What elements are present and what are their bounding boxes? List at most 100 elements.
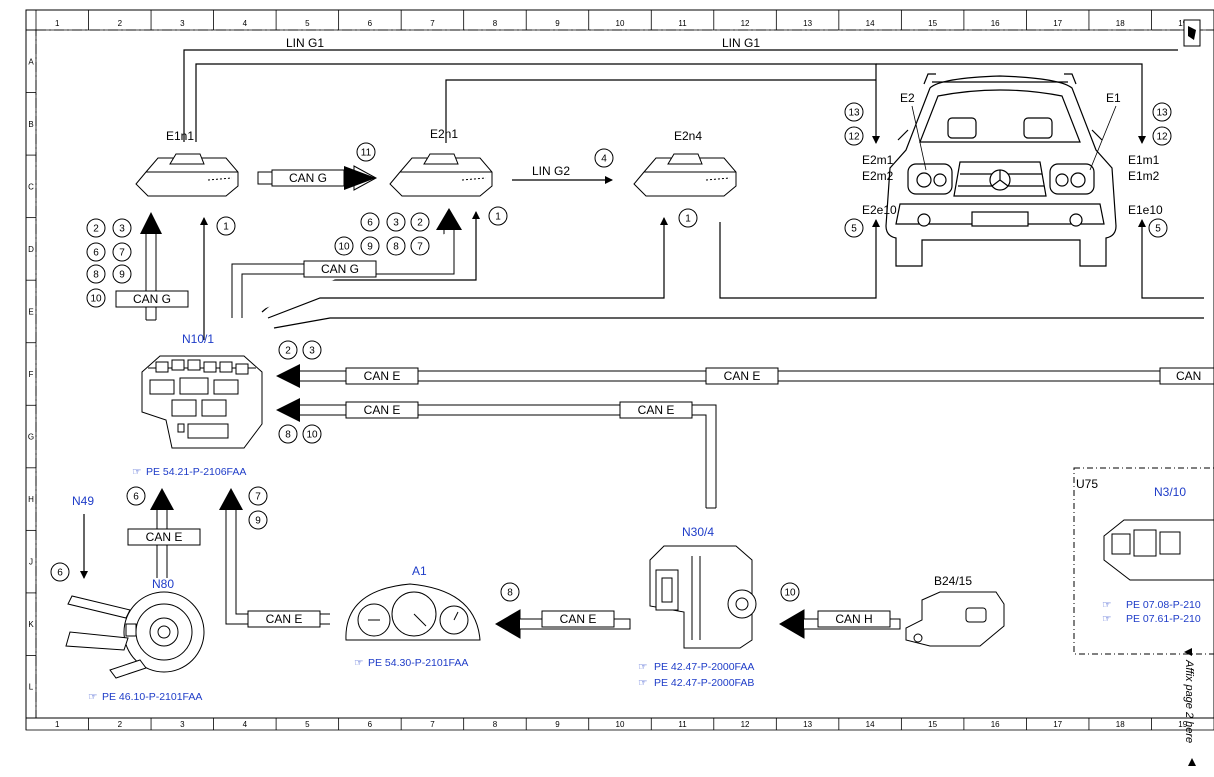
n3-ref-a-icon: ☞ [1102,599,1111,611]
marker-6: 6 [50,562,70,582]
marker-8: 8 [86,264,106,284]
grid-column-label: 12 [741,19,750,28]
svg-text:9: 9 [367,242,373,253]
grid-column-label: 14 [866,720,875,729]
n10-label: N10/1 [182,332,214,346]
grid-column-label: 16 [991,19,1000,28]
e2m2-label: E2m2 [862,169,894,183]
can-e-label-f1: CAN E [364,369,401,383]
marker-7: 7 [410,236,430,256]
can-g-box-e1n1 [271,169,345,187]
n30-unit-image [649,545,757,649]
lin-g1-outer-wire [183,49,1178,142]
n10-right-wire [273,317,1204,329]
can-e-label-f3: CAN [1176,369,1201,383]
svg-text:12: 12 [1156,132,1168,143]
grid-column-label: 6 [368,19,373,28]
can-e-label-n80: CAN E [146,530,183,544]
b24-sensor-image [905,591,1005,647]
marker-6: 6 [86,242,106,262]
n3-ref-b: PE 07.61-P-210 [1126,613,1201,625]
e2-label: E2 [900,91,915,105]
can-e-box-a1 [247,610,321,628]
svg-text:2: 2 [93,224,99,235]
grid-column-label: 12 [741,720,750,729]
can-e-box-f3 [1159,367,1214,385]
grid-column-label: 17 [1053,720,1062,729]
svg-text:12: 12 [848,132,860,143]
n80-label: N80 [152,577,174,591]
grid-column-label: 19 [1178,720,1187,729]
marker-9: 9 [248,510,268,530]
can-g-label-e1n1-vert: CAN G [133,292,171,306]
can-g-label-n10: CAN G [321,262,359,276]
can-e-box-n80 [127,528,201,546]
n80-ref-icon: ☞ [88,691,97,703]
marker-13: 13 [1152,102,1172,122]
e2m1-label: E2m1 [862,153,894,167]
svg-text:9: 9 [255,516,261,527]
e2e10-wire [719,219,880,299]
marker-12: 12 [844,126,864,146]
svg-text:6: 6 [93,248,99,259]
grid-row-label: E [28,307,33,316]
affix-note: Affix page 2 here [1183,659,1195,743]
svg-text:10: 10 [784,588,796,599]
marker-13: 13 [844,102,864,122]
n10-e2n4-wire [267,217,668,319]
n30-ref-b: PE 42.47-P-2000FAB [654,677,754,689]
grid-row-label: K [28,620,34,629]
can-e-label-a1: CAN E [266,612,303,626]
n3-ref-b-icon: ☞ [1102,613,1111,625]
grid-column-label: 19 [1178,19,1187,28]
marker-10: 10 [86,288,106,308]
n3-label: N3/10 [1154,485,1186,499]
grid-column-label: 18 [1116,19,1125,28]
can-e-box-f2 [705,367,779,385]
lin-g1-e1-wire [876,63,1146,144]
can-e-box-n30 [541,610,615,628]
svg-text:5: 5 [851,224,857,235]
grid-row-label: D [28,245,34,254]
grid-column-label: 10 [616,720,625,729]
can-e-a1-n10-bus [225,508,330,625]
grid-row-label: H [28,495,34,504]
svg-text:3: 3 [393,218,399,229]
grid-column-label: 5 [305,19,310,28]
n30-ref-a-icon: ☞ [638,661,647,673]
marker-8: 8 [386,236,406,256]
vehicle-front-image [885,73,1117,267]
marker-2: 2 [86,218,106,238]
svg-text:10: 10 [90,294,102,305]
marker-6: 6 [360,212,380,232]
grid-ticks: 1122334455667788991010111112121313141415… [25,10,1188,730]
e1n1-label: E1n1 [166,129,194,143]
a1-ref: PE 54.30-P-2101FAA [368,657,468,669]
svg-text:1: 1 [685,214,691,225]
can-g-label-e1n1: CAN G [289,171,327,185]
svg-text:13: 13 [848,108,860,119]
grid-column-label: 2 [118,720,123,729]
n10-ref: PE 54.21-P-2106FAA [146,466,246,478]
can-e-label-g2: CAN E [638,403,675,417]
svg-text:2: 2 [285,346,291,357]
grid-row-label: L [29,683,34,692]
can-e-box-f1 [345,367,419,385]
marker-9: 9 [112,264,132,284]
svg-text:6: 6 [133,492,139,503]
svg-text:13: 13 [1156,108,1168,119]
svg-text:2: 2 [417,218,423,229]
can-e-box-g2 [619,401,693,419]
marker-1: 1 [488,206,508,226]
e2e10-label: E2e10 [862,203,897,217]
grid-column-label: 1 [55,19,60,28]
n30-ref-b-icon: ☞ [638,677,647,689]
svg-text:8: 8 [393,242,399,253]
grid-column-label: 13 [803,19,812,28]
grid-row-label: J [29,558,33,567]
svg-text:7: 7 [255,492,261,503]
n80-ref: PE 46.10-P-2101FAA [102,691,202,703]
svg-text:1: 1 [223,222,229,233]
